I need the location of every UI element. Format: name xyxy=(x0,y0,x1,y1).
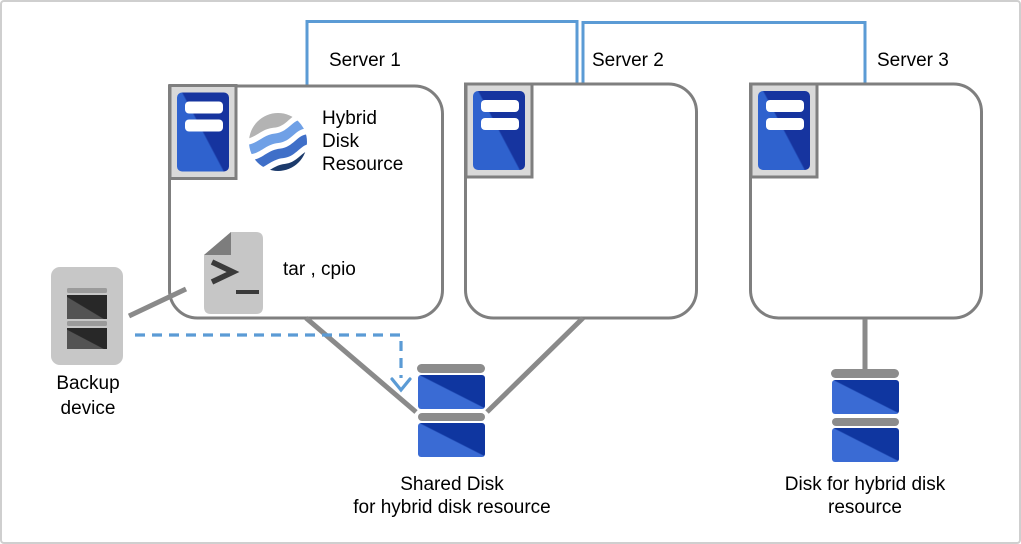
server2-label: Server 2 xyxy=(592,50,664,71)
hybrid-disk-resource-label: Hybrid Disk Resource xyxy=(322,108,404,175)
connector-server2-server3 xyxy=(581,21,867,84)
backup-to-script-line xyxy=(127,286,188,319)
script-file-icon xyxy=(204,232,263,314)
tar-cpio-label: tar , cpio xyxy=(283,259,356,280)
shared-disk-icon xyxy=(417,364,485,457)
server1-server-icon xyxy=(168,84,238,180)
shared-disk-label: Shared Disk for hybrid disk resource xyxy=(353,474,551,518)
server1-label: Server 1 xyxy=(329,50,401,71)
server3-server-icon xyxy=(749,82,819,179)
server2-to-shared-disk-line xyxy=(485,316,585,414)
hybrid-disk-label: Disk for hybrid disk resource xyxy=(784,474,946,518)
server2-server-icon xyxy=(464,82,534,179)
backup-to-shared-disk-dashed-arrow xyxy=(135,333,412,393)
server3-label: Server 3 xyxy=(877,50,949,71)
backup-device-label: Backup device xyxy=(56,373,120,419)
arrow-down-icon xyxy=(390,377,412,393)
connector-server1-server2 xyxy=(305,20,579,86)
backup-device-icon xyxy=(51,267,123,365)
hybrid-disk-icon xyxy=(831,369,899,462)
